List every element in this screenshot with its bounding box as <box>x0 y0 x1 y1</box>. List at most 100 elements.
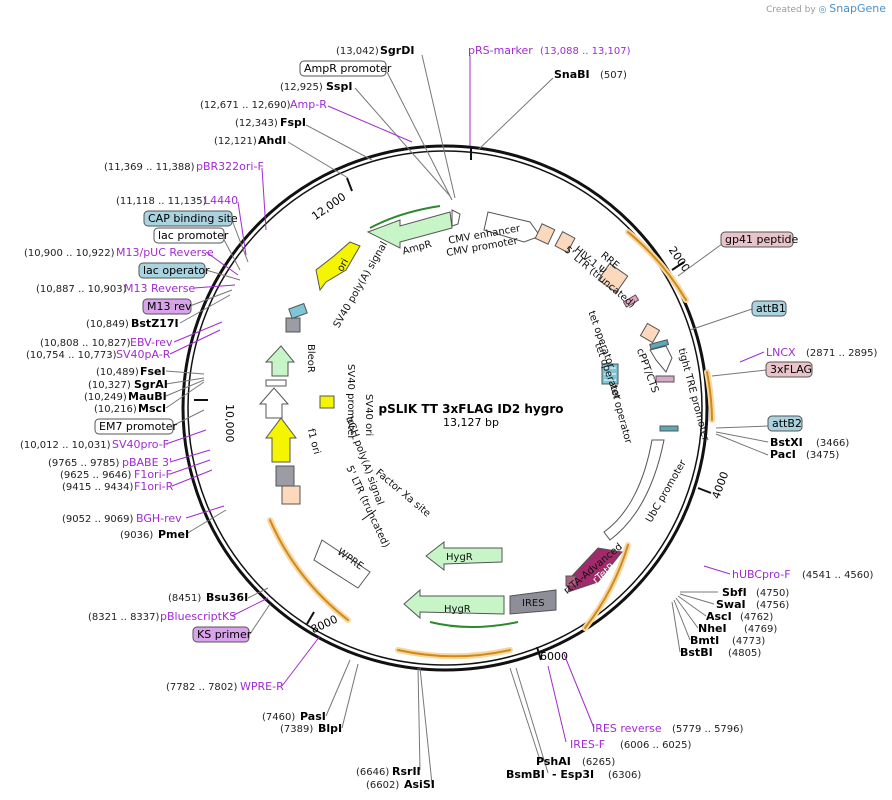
prs-marker-pos: (13,088 .. 13,107) <box>540 46 631 57</box>
lac-promoter-label: lac promoter <box>158 229 229 242</box>
tick-4000 <box>697 487 712 494</box>
amp-r-label: Amp-R <box>290 98 327 111</box>
msci-pos: (10,216) <box>94 404 137 415</box>
plasmid-size: 13,127 bp <box>443 416 499 429</box>
pbr322-label: pBR322ori-F <box>196 160 264 173</box>
m13-rev-box-label: M13 rev <box>147 300 192 313</box>
sspi-label: SspI <box>326 80 352 93</box>
factor-xa-tick <box>361 509 377 521</box>
f1ori-r-pos: (9415 .. 9434) <box>62 482 134 493</box>
f1-grey-box <box>275 465 295 487</box>
ampr-arrow <box>366 211 453 249</box>
ubc-promoter-arrow <box>603 439 665 541</box>
fspi-pos: (12,343) <box>235 118 278 129</box>
lac-operator-label: lac operator <box>143 264 210 277</box>
credit-prefix: Created by <box>766 5 816 15</box>
bstbi-label: BstBI <box>680 646 713 659</box>
ires-reverse-pos: (5779 .. 5796) <box>672 724 744 735</box>
bsu36i-pos: (8451) <box>168 593 201 604</box>
pbabe-label: pBABE 3' <box>122 456 172 469</box>
tick-8000 <box>306 611 315 625</box>
label-ampr: AmpR <box>401 239 433 257</box>
bstbi-pos: (4805) <box>728 648 761 659</box>
bstz17i-label: BstZ17I <box>131 317 179 330</box>
pasi-label: PasI <box>300 710 326 723</box>
hygr-lower-line <box>429 621 519 628</box>
tick-label-6000: 6000 <box>540 650 568 663</box>
leader-lines <box>165 54 769 785</box>
orange-arc-2 <box>706 371 713 421</box>
f1-ori-arrow <box>265 417 297 463</box>
tick-2000 <box>671 261 685 271</box>
inner-feature-labels: CMV enhancer CMV promoter HIV-1 Ψ RRE 5'… <box>305 223 711 615</box>
sgrdi-label: SgrDI <box>380 44 414 57</box>
pbluescript-label: pBluescriptKS <box>160 610 236 623</box>
asisi-label: AsiSI <box>404 778 435 791</box>
prs-marker-label: pRS-marker <box>468 44 533 57</box>
pbr322-pos: (11,369 .. 11,388) <box>104 162 195 173</box>
lac-promoter-box <box>153 227 225 244</box>
ires-f-label: IRES-F <box>570 738 605 751</box>
ahdi-label: AhdI <box>258 134 286 147</box>
amp-r-pos: (12,671 .. 12,690) <box>200 100 291 111</box>
maubi-pos: (10,249) <box>84 392 127 403</box>
attb2-shape <box>659 425 679 432</box>
sv40-ori-box <box>319 395 335 409</box>
msci-label: MscI <box>138 402 166 415</box>
tick-12000 <box>346 177 353 192</box>
m13rev-label: M13 Reverse <box>124 282 195 295</box>
f1ori-f-pos: (9625 .. 9646) <box>60 470 132 481</box>
lncx-pos: (2871 .. 2895) <box>806 348 878 359</box>
wpre-r-pos: (7782 .. 7802) <box>166 682 238 693</box>
nhei-pos: (4769) <box>744 624 777 635</box>
fspi-label: FspI <box>280 116 306 129</box>
ampr-outer-line <box>369 205 441 229</box>
ebv-rev-pos: (10,808 .. 10,827) <box>40 338 131 349</box>
sv40-grey-box <box>285 317 301 333</box>
pshai-label: PshAI <box>536 755 571 768</box>
hygr-arrow-upper <box>425 540 503 572</box>
lncx-label: LNCX <box>766 346 796 359</box>
bgh-rev-pos: (9052 .. 9069) <box>62 514 134 525</box>
pshai-pos: (6265) <box>582 757 615 768</box>
label-sv40-promoter: SV40 promoter <box>345 364 356 440</box>
cmv-enhancer-shape <box>483 211 541 243</box>
snabi-label: SnaBI <box>554 68 590 81</box>
sgrdi-pos: (13,042) <box>336 46 379 57</box>
m13puc-label: M13/pUC Reverse <box>116 246 214 259</box>
l4440-label: L4440 <box>204 194 238 207</box>
label-hygr-lower: HygR <box>444 604 471 615</box>
m13puc-pos: (10,900 .. 10,922) <box>24 248 115 259</box>
pbabe-pos: (9765 .. 9785) <box>48 458 120 469</box>
nhei-label: NheI <box>698 622 727 635</box>
attb1-label: attB1 <box>756 302 786 315</box>
hygr-arrow-lower <box>403 588 505 620</box>
esp3i-label: - Esp3I <box>552 768 594 781</box>
em7-box <box>94 418 174 435</box>
orange-arc-3 <box>584 544 629 629</box>
ires-reverse-label: IRES reverse <box>592 722 662 735</box>
ahdi-pos: (12,121) <box>214 136 257 147</box>
gp41-box <box>720 231 794 248</box>
ires-f-pos: (6006 .. 6025) <box>620 740 692 751</box>
sv40pa-label: SV40pA-R <box>116 348 171 361</box>
sv40-promoter-arrow <box>264 345 296 377</box>
backbone-inner-ring <box>187 150 703 666</box>
tight-tre-arrow <box>649 345 673 373</box>
label-ires: IRES <box>522 598 545 609</box>
bmti-pos: (4773) <box>732 636 765 647</box>
rsrii-label: RsrII <box>392 765 421 778</box>
tick-label-10000: 10,000 <box>223 404 236 443</box>
snapgene-credit: Created by ◎ SnapGene <box>766 2 886 15</box>
orange-arc-1 <box>627 231 687 301</box>
label-bleor: BleoR <box>305 344 316 373</box>
bstxi-pos: (3466) <box>816 438 849 449</box>
m13rev-pos: (10,887 .. 10,903) <box>36 284 127 295</box>
pmei-label: PmeI <box>158 528 189 541</box>
cppt-box <box>639 322 661 344</box>
sv40pa-pos: (10,754 .. 10,773) <box>26 350 117 361</box>
rtta-hatch <box>565 575 577 587</box>
flag-shape <box>655 375 675 383</box>
wpre-r-label: WPRE-R <box>240 680 284 693</box>
